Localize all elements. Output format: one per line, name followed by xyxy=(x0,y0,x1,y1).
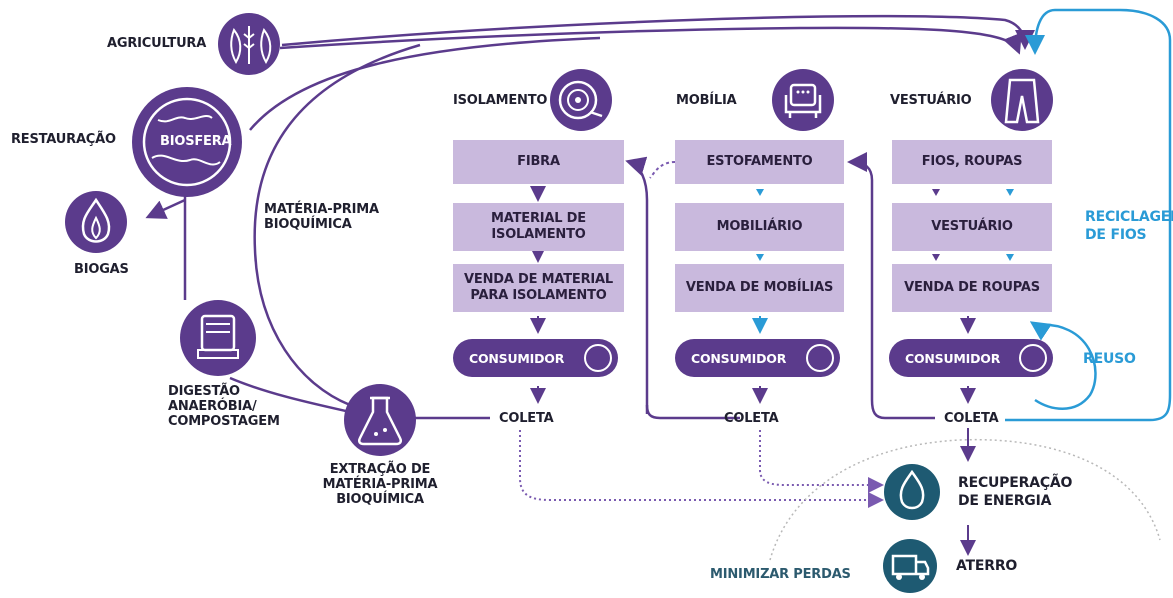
step-fibra: FIBRA xyxy=(453,140,624,184)
isolamento-title: ISOLAMENTO xyxy=(453,93,548,108)
coleta-vestuario: COLETA xyxy=(944,411,999,426)
agricultura-label: AGRICULTURA xyxy=(107,36,207,51)
pants-icon xyxy=(991,69,1053,131)
person-icon xyxy=(806,344,834,372)
consumidor-mobilia: CONSUMIDOR xyxy=(675,339,840,377)
agricultura-arc-1 xyxy=(281,14,1035,50)
globe-icon xyxy=(132,87,242,197)
garbage-truck-icon xyxy=(883,539,937,593)
biosfera-arc xyxy=(249,36,601,131)
armchair-icon xyxy=(772,69,834,131)
person-icon xyxy=(584,344,612,372)
reuso-loop xyxy=(1034,323,1097,410)
vestuario-title: VESTUÁRIO xyxy=(890,93,972,108)
reciclagem-loop xyxy=(1005,8,1172,422)
materia-arc xyxy=(253,43,421,407)
flask-icon xyxy=(344,384,416,456)
mobilia-title: MOBÍLIA xyxy=(676,93,737,108)
aterro-label: ATERRO xyxy=(956,558,1018,574)
biogas-label: BIOGAS xyxy=(74,262,129,277)
cable-roll-icon xyxy=(550,69,612,131)
biosfera-label: BIOSFERA xyxy=(160,134,232,149)
fish-wheat-icon xyxy=(218,13,280,75)
step-estofamento: ESTOFAMENTO xyxy=(675,140,844,184)
reuso-label: REUSO xyxy=(1083,351,1136,367)
digester-icon xyxy=(180,300,256,376)
minimizar-perdas-label: MINIMIZAR PERDAS xyxy=(710,567,851,582)
consumidor-isolamento: CONSUMIDOR xyxy=(453,339,618,377)
fire-icon xyxy=(884,464,940,520)
fire-icon xyxy=(65,191,127,253)
agricultura-arc-2 xyxy=(279,26,1022,55)
person-icon xyxy=(1019,344,1047,372)
step-venda-mobilias: VENDA DE MOBÍLIAS xyxy=(675,264,844,312)
step-mobiliario: MOBILIÁRIO xyxy=(675,203,844,251)
step-vestuario: VESTUÁRIO xyxy=(892,203,1052,251)
minimizar-arc xyxy=(769,438,1161,561)
step-fios-roupas: FIOS, ROUPAS xyxy=(892,140,1052,184)
restauracao-label: RESTAURAÇÃO xyxy=(11,132,116,147)
coleta-isolamento: COLETA xyxy=(499,411,554,426)
reciclagem-label: RECICLAGEMDE FIOS xyxy=(1085,209,1173,243)
step-venda-roupas: VENDA DE ROUPAS xyxy=(892,264,1052,312)
consumidor-vestuario: CONSUMIDOR xyxy=(889,339,1053,377)
coleta-mobilia: COLETA xyxy=(724,411,779,426)
